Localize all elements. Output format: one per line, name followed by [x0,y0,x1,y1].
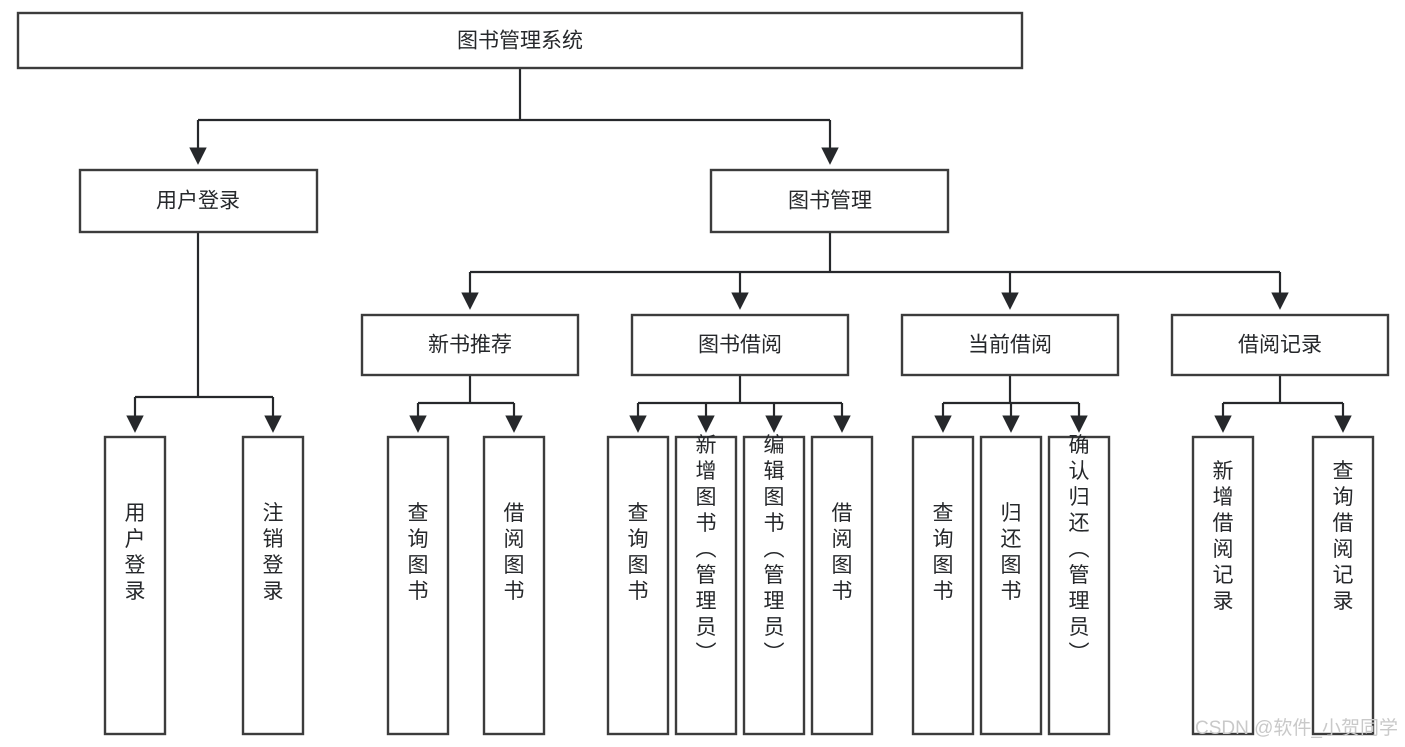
node-new-book-recommend[interactable]: 新书推荐 [360,313,580,377]
leaf-node[interactable]: 新增图书︵管理员︶ [674,434,738,736]
edges-user-login-to-leaves [126,232,282,433]
leaf-br-query-record-box[interactable] [1311,435,1375,736]
node-current-borrow-box[interactable] [900,313,1120,377]
node-root[interactable]: 图书管理系统 [16,11,1024,70]
node-root-label: 图书管理系统 [457,30,583,53]
leaf-node[interactable]: 查询图书 [386,435,450,736]
leaf-node[interactable]: 新增借阅记录 [1191,435,1255,736]
node-borrow-record[interactable]: 借阅记录 [1170,313,1390,377]
leaf-bb-add-book-box[interactable] [674,435,738,736]
node-new-book-recommend-box[interactable] [360,313,580,377]
watermark: CSDN @软件_小贺同学 [1195,717,1398,739]
node-book-borrow-label: 图书借阅 [698,334,782,357]
leaf-logout-box[interactable] [241,435,305,736]
node-current-borrow-label: 当前借阅 [968,334,1052,357]
node-book-borrow-box[interactable] [630,313,850,377]
node-book-borrow[interactable]: 图书借阅 [630,313,850,377]
leaf-br-add-record-label: 新增借阅记录 [1213,460,1234,613]
leaf-user-login-box[interactable] [103,435,167,736]
leaf-node[interactable]: 查询图书 [606,435,670,736]
edges-root-to-level2 [189,68,839,165]
leaf-node[interactable]: 编辑图书︵管理员︶ [742,434,806,736]
leaf-cb-return-book-label: 归还图书 [1001,502,1022,603]
leaf-nbr-borrow-book-label: 借阅图书 [504,502,525,603]
leaf-node[interactable]: 借阅图书 [482,435,546,736]
leaf-user-login-label: 用户登录 [125,502,146,603]
node-user-login[interactable]: 用户登录 [78,168,319,234]
leaf-bb-borrow-book-label: 借阅图书 [832,502,853,603]
leaf-br-query-record-label: 查询借阅记录 [1333,460,1354,613]
node-root-box[interactable] [16,11,1024,70]
edges-book-mgmt-to-level3 [461,232,1289,310]
node-user-login-label: 用户登录 [156,190,240,213]
leaf-bb-query-book-box[interactable] [606,435,670,736]
leaf-bb-edit-book-box[interactable] [742,435,806,736]
node-book-management-label: 图书管理 [788,190,872,213]
leaf-bb-edit-book-label: 编辑图书︵管理员︶ [764,434,785,665]
leaf-cb-query-book-box[interactable] [911,435,975,736]
leaf-br-add-record-box[interactable] [1191,435,1255,736]
leaf-bb-query-book-label: 查询图书 [628,502,649,603]
leaf-node[interactable]: 归还图书 [979,435,1043,736]
leaf-bb-borrow-book-box[interactable] [810,435,874,736]
edges-borrow-record-to-leaves [1214,375,1352,433]
leaf-node[interactable]: 确认归还︵管理员︶ [1047,434,1111,736]
leaf-logout-label: 注销登录 [263,502,284,603]
leaf-node[interactable]: 注销登录 [241,435,305,736]
node-book-management[interactable]: 图书管理 [709,168,950,234]
leaf-cb-return-book-box[interactable] [979,435,1043,736]
edges-new-book-recommend-to-leaves [409,375,523,433]
edges-book-borrow-to-leaves [629,375,851,433]
node-current-borrow[interactable]: 当前借阅 [900,313,1120,377]
node-new-book-recommend-label: 新书推荐 [428,334,512,357]
leaf-nbr-borrow-book-box[interactable] [482,435,546,736]
node-user-login-box[interactable] [78,168,319,234]
node-borrow-record-label: 借阅记录 [1238,334,1322,357]
leaf-nbr-query-book-label: 查询图书 [408,502,429,603]
leaf-node[interactable]: 查询图书 [911,435,975,736]
node-borrow-record-box[interactable] [1170,313,1390,377]
node-book-management-box[interactable] [709,168,950,234]
leaf-node[interactable]: 查询借阅记录 [1311,435,1375,736]
leaf-nbr-query-book-box[interactable] [386,435,450,736]
leaf-cb-query-book-label: 查询图书 [933,502,954,603]
leaf-cb-confirm-return-box[interactable] [1047,435,1111,736]
leaf-node[interactable]: 借阅图书 [810,435,874,736]
leaf-node[interactable]: 用户登录 [103,435,167,736]
leaf-bb-add-book-label: 新增图书︵管理员︶ [696,434,717,665]
leaf-cb-confirm-return-label: 确认归还︵管理员︶ [1069,434,1090,665]
edges-current-borrow-to-leaves [934,375,1088,433]
